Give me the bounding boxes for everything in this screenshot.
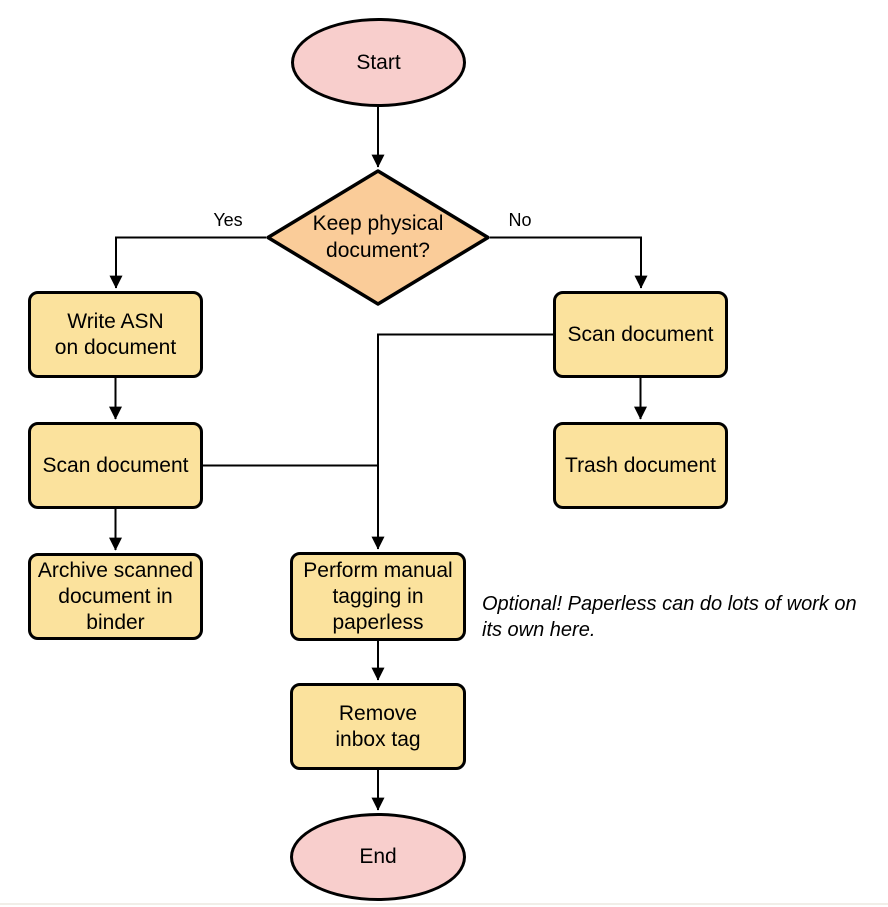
optional-note: Optional! Paperless can do lots of work … [482,593,857,641]
edge-decision-scandiscard-no [490,236,648,289]
decision-diamond-shape [266,169,490,306]
node-scan-document-keep: Scan document [28,422,203,509]
node-trash-document: Trash document [553,422,728,509]
edge-label-yes: Yes [198,210,258,230]
node-end: End [290,813,466,901]
edge-label-no: No [490,210,550,230]
node-scan-document-discard: Scan document [553,291,728,378]
start-label: Start [356,50,401,74]
bottom-divider [0,903,888,905]
node-archive-binder: Archive scanned document in binder [28,553,203,640]
node-remove-inbox-tag: Remove inbox tag [290,683,466,770]
node-start: Start [291,18,466,107]
node-manual-tagging: Perform manual tagging in paperless [290,552,466,641]
end-label: End [359,845,397,868]
node-decision-label: Keep physical document? [312,212,444,262]
edge-decision-writeasn-yes [109,236,266,289]
edge-scandiscard-tagging [371,333,553,550]
node-write-asn: Write ASN on document [28,291,203,378]
